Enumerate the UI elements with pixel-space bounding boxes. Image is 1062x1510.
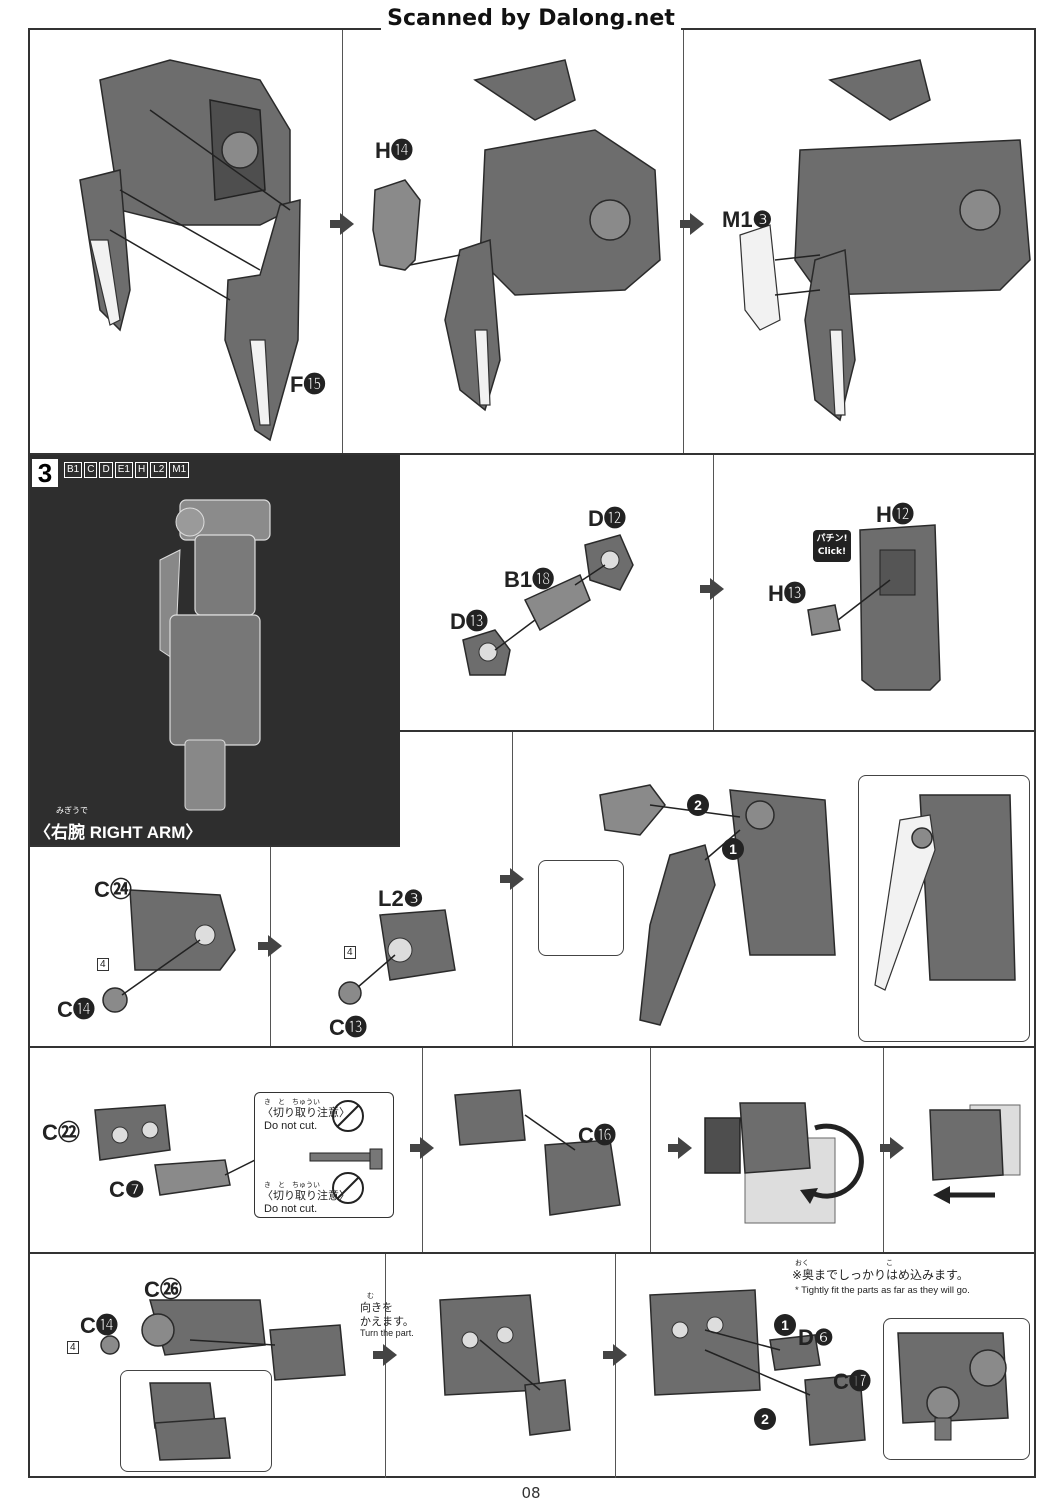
col-divider <box>385 1254 386 1478</box>
row1-assembly-3 <box>739 59 1031 422</box>
warning-en: Do not cut. <box>264 1120 318 1132</box>
part-label-d13: D⓭ <box>450 609 488 634</box>
note-ruby: おく こ <box>795 1260 893 1267</box>
warning-ruby: き と ちゅうい <box>264 1182 320 1189</box>
runner-tag: B1 <box>64 462 83 478</box>
row1-assembly-2 <box>372 59 661 412</box>
part-label-h12: H⓬ <box>876 502 914 527</box>
next-step-arrow <box>410 1137 434 1159</box>
next-step-arrow <box>330 213 354 235</box>
detail-inset <box>538 860 624 956</box>
turn-jp-2: かえます。 <box>360 1315 414 1328</box>
gate-count: 4 <box>97 958 109 971</box>
part-label-c22: C㉒ <box>42 1120 80 1145</box>
order-mark-1: 1 <box>721 838 744 860</box>
order-mark-2: 2 <box>753 1408 776 1430</box>
order-mark-1: 1 <box>773 1314 796 1336</box>
warning-jp: 〈切り取り注意〉 <box>262 1189 350 1202</box>
title-ruby: みぎうで <box>56 806 88 815</box>
part-label-c16: C⓰ <box>578 1123 616 1148</box>
next-step-arrow <box>680 213 704 235</box>
no-cut-icon <box>332 1100 364 1132</box>
runner-tag: M1 <box>169 462 190 478</box>
click-callout: パチン!Click! <box>813 530 851 562</box>
part-label-m1-3: M1❸ <box>722 207 773 232</box>
rotated-assembly <box>929 1104 1021 1204</box>
part-label-c26: C㉖ <box>144 1277 182 1302</box>
col-divider <box>683 30 684 453</box>
shoulder-assembly <box>599 784 836 1026</box>
right-arm-illustration <box>159 499 271 811</box>
step-title: 〈右腕 RIGHT ARM〉 <box>34 823 203 842</box>
order-mark-2: 2 <box>686 794 709 816</box>
col-divider <box>615 1254 616 1478</box>
row-divider <box>28 845 400 847</box>
warning-en: Do not cut. <box>264 1203 318 1215</box>
l2-assembly <box>338 909 456 1005</box>
rotate-assembly <box>704 1102 864 1224</box>
part-label-c7: C❼ <box>109 1177 145 1202</box>
note-jp: ※奥までしっかりはめ込みます。 <box>792 1268 969 1282</box>
part-label-l2-3: L2❸ <box>378 886 424 911</box>
runner-tag: E1 <box>114 462 133 478</box>
part-label-d6: D❻ <box>798 1325 834 1350</box>
no-cut-icon <box>332 1172 364 1204</box>
next-step-arrow <box>880 1137 904 1159</box>
part-label-h13: H⓭ <box>768 581 806 606</box>
runner-tag: C <box>84 462 98 478</box>
c16-assembly <box>454 1089 621 1216</box>
detail-illustration <box>149 1382 231 1461</box>
turn-ruby: む <box>367 1293 374 1300</box>
runner-list: B1 C D E1 H L2 M1 <box>64 462 190 478</box>
part-label-c24: C㉔ <box>94 877 132 902</box>
runner-gate <box>309 1148 383 1170</box>
part-label-h14: H⓮ <box>375 138 413 163</box>
runner-tag: L2 <box>150 462 168 478</box>
c24-assembly <box>102 889 236 1013</box>
step-number: 3 <box>32 459 58 487</box>
part-label-f15: F⓯ <box>290 372 326 397</box>
result-illustration <box>897 1332 1009 1441</box>
final-assembly <box>649 1289 866 1446</box>
warning-jp: 〈切り取り注意〉 <box>262 1106 350 1119</box>
row-divider <box>28 1046 1036 1048</box>
next-step-arrow <box>603 1344 627 1366</box>
row-divider <box>28 453 1036 455</box>
next-step-arrow <box>668 1137 692 1159</box>
part-label-d12: D⓬ <box>588 506 626 531</box>
col-divider <box>342 30 343 453</box>
next-step-arrow <box>258 935 282 957</box>
joint-assembly <box>462 534 634 676</box>
next-step-arrow <box>700 578 724 600</box>
part-label-c14-b: C⓮ <box>80 1313 118 1338</box>
note-en: * Tightly fit the parts as far as they w… <box>795 1285 970 1296</box>
row-divider <box>400 730 1036 732</box>
runner-tag: H <box>134 462 149 478</box>
part-label-c17: C⓱ <box>833 1369 871 1394</box>
next-step-arrow <box>373 1344 397 1366</box>
next-step-arrow <box>500 868 524 890</box>
c22-assembly <box>94 1104 256 1196</box>
gate-count: 4 <box>67 1341 79 1354</box>
row-divider <box>28 1252 1036 1254</box>
col-divider <box>650 1048 651 1252</box>
runner-tag: D <box>99 462 113 478</box>
turn-jp-1: 向きを <box>360 1301 393 1314</box>
warning-ruby: き と ちゅうい <box>264 1099 320 1106</box>
page-number: 08 <box>521 1484 541 1502</box>
scan-credit: Scanned by Dalong.net <box>0 6 1062 31</box>
part-label-b1-18: B1⓲ <box>504 567 555 592</box>
row1-assembly-1 <box>79 59 301 442</box>
part-label-c14-a: C⓮ <box>57 997 95 1022</box>
cover-assembly <box>807 524 941 691</box>
gate-count: 4 <box>344 946 356 959</box>
turned-assembly <box>439 1294 571 1436</box>
turn-en: Turn the part. <box>360 1328 414 1338</box>
c26-assembly <box>100 1299 346 1381</box>
result-illustration <box>874 794 1016 991</box>
part-label-c13: C⓭ <box>329 1015 367 1040</box>
